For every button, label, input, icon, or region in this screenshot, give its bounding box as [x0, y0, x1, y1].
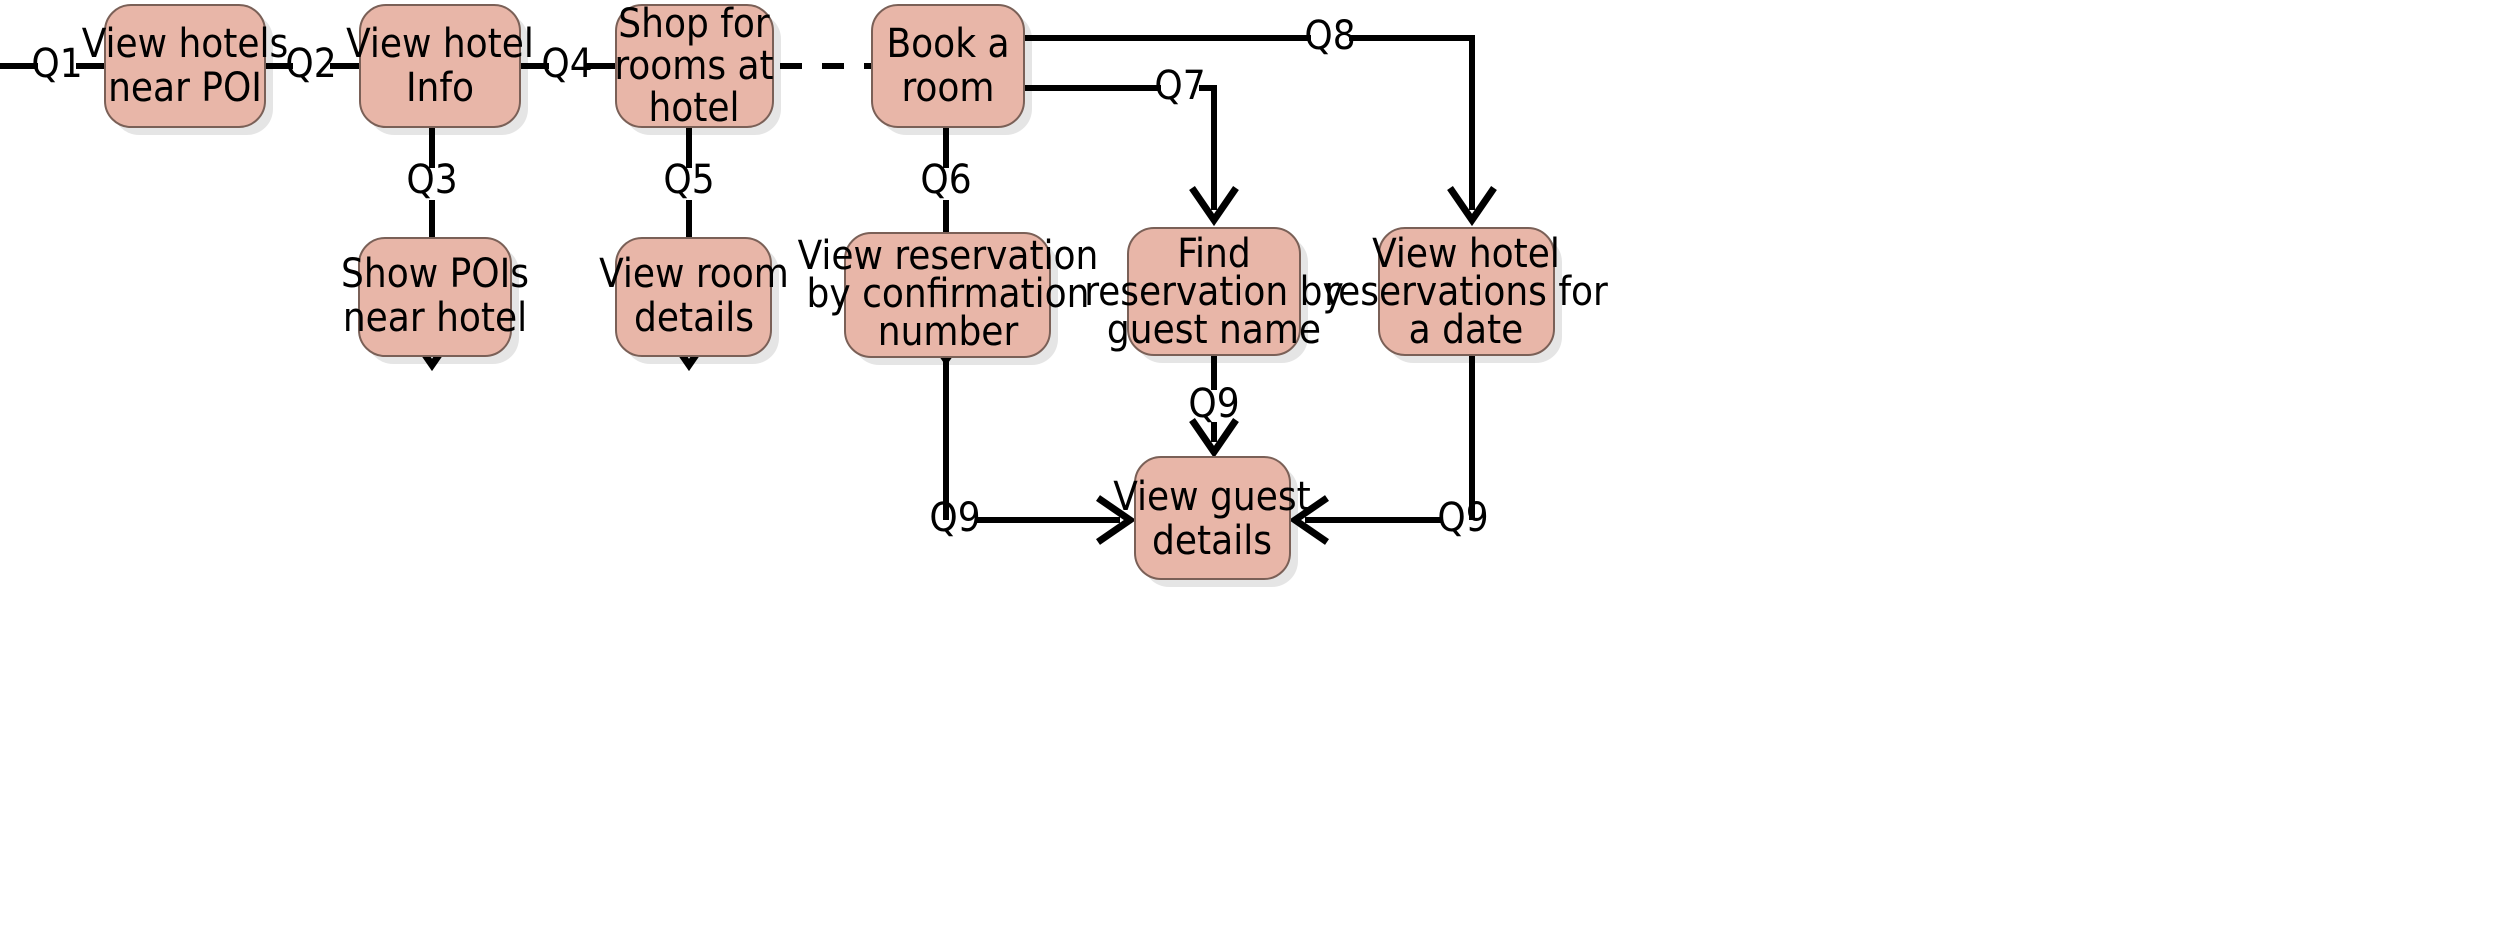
node-view-hotels-near-poi[interactable]: View hotels near POI	[82, 4, 289, 135]
edge-label-q1: Q1	[31, 41, 82, 87]
edge-label-q7: Q7	[1154, 63, 1205, 109]
node-label-line1: Find	[1177, 231, 1250, 277]
edge-q9-left: Q9	[929, 358, 1137, 545]
edge-label-q9-right: Q9	[1437, 495, 1488, 541]
node-label-line1: Show POIs	[341, 251, 529, 297]
node-label-line1: View hotels	[82, 21, 289, 67]
node-book-a-room[interactable]: Book a room	[871, 4, 1032, 135]
node-label-line3: guest name	[1107, 307, 1321, 353]
node-label-line2: near hotel	[343, 295, 527, 341]
edge-label-q9-left: Q9	[929, 495, 980, 541]
edge-label-q5: Q5	[663, 157, 714, 203]
node-label-line3: hotel	[648, 85, 739, 131]
node-label-line2: reservation by	[1084, 269, 1344, 315]
node-label-line3: a date	[1409, 307, 1524, 353]
edge-q9-right: Q9	[1288, 356, 1489, 545]
node-label-line1: View room	[599, 251, 789, 297]
node-view-hotel-info[interactable]: View hotel Info	[346, 4, 534, 135]
node-label-line2: reservations for	[1324, 269, 1608, 315]
edge-label-q6: Q6	[920, 157, 971, 203]
edge-label-q8: Q8	[1304, 13, 1355, 59]
node-view-hotel-reservations-for-a-date[interactable]: View hotel reservations for a date	[1324, 227, 1608, 363]
node-show-pois-near-hotel[interactable]: Show POIs near hotel	[341, 237, 529, 364]
node-label-line2: near POI	[108, 65, 262, 111]
node-label-line3: number	[878, 309, 1019, 355]
node-label-line2: by confirmation	[807, 271, 1090, 317]
edge-q7: Q7	[1025, 63, 1239, 227]
node-label-line1: View hotel	[346, 21, 534, 67]
node-label-line1: View hotel	[1372, 231, 1560, 277]
node-label-line2: Info	[406, 65, 474, 111]
node-label-line2: details	[1152, 518, 1272, 564]
node-view-guest-details[interactable]: View guest details	[1113, 456, 1311, 587]
node-label-line1: Book a	[886, 21, 1009, 67]
node-label-line2: room	[902, 65, 995, 111]
node-label-line1: View reservation	[798, 233, 1099, 279]
node-view-room-details[interactable]: View room details	[599, 237, 789, 364]
node-label-line2: details	[634, 295, 754, 341]
edge-label-q9-mid: Q9	[1188, 381, 1239, 427]
node-label-line1: View guest	[1113, 474, 1310, 520]
edge-label-q2: Q2	[285, 41, 336, 87]
edge-q9-mid: Q9	[1188, 356, 1240, 459]
node-find-reservation-by-guest-name[interactable]: Find reservation by guest name	[1084, 227, 1344, 363]
node-view-reservation-by-confirmation-number[interactable]: View reservation by confirmation number	[798, 232, 1099, 365]
node-shop-for-rooms-at-hotel[interactable]: Shop for rooms at hotel	[614, 1, 781, 135]
node-label-line2: rooms at	[614, 43, 773, 89]
edge-label-q3: Q3	[406, 157, 457, 203]
node-label-line1: Shop for	[618, 1, 770, 47]
edge-label-q4: Q4	[541, 41, 592, 87]
edge-q8: Q8	[1025, 13, 1497, 227]
